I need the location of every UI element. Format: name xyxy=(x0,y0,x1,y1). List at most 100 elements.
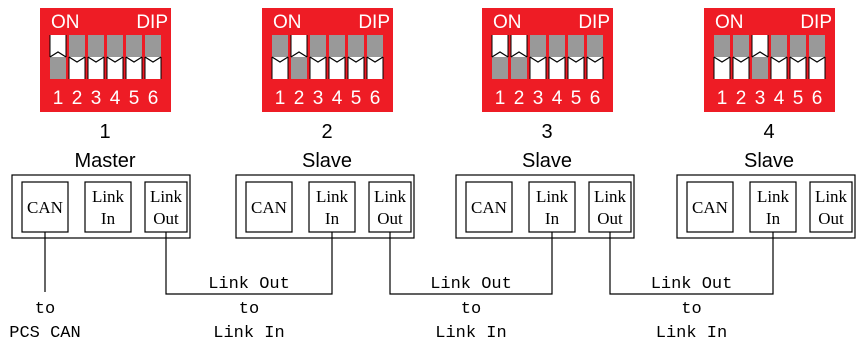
dip-switch-number: 4 xyxy=(552,88,563,109)
unit-number: 2 xyxy=(321,121,332,143)
link-wire-path xyxy=(389,232,553,295)
switch-knob-edge xyxy=(789,56,807,63)
link-in-label-line2: In xyxy=(325,209,340,228)
dip-dip-label: DIP xyxy=(358,12,390,33)
switch-knob-edge xyxy=(491,51,509,58)
switch-knob-edge xyxy=(808,56,826,63)
link-out-label-line2: Out xyxy=(377,209,403,228)
dip-switch-number: 3 xyxy=(755,88,766,109)
dip-switch-3-lever-1 xyxy=(491,35,509,79)
dip-dip-label: DIP xyxy=(578,12,610,33)
switch-knob xyxy=(511,35,527,57)
dip-switch-2-lever-1 xyxy=(271,35,289,79)
switch-knob xyxy=(790,57,806,79)
link-in-label-line2: In xyxy=(545,209,560,228)
link-out-port xyxy=(368,181,412,233)
link-note-to: to xyxy=(461,300,481,319)
switch-knob-edge xyxy=(510,51,528,58)
dip-switch-2-lever-3 xyxy=(309,35,327,79)
can-port xyxy=(686,181,734,233)
link-out-label-line2: Out xyxy=(597,209,623,228)
link-out-label-line2: Out xyxy=(153,209,179,228)
dip-switch-number: 4 xyxy=(774,88,785,109)
link-out-label-line1: Link xyxy=(150,187,183,206)
link-out-label-line1: Link xyxy=(374,187,407,206)
switch-knob-edge xyxy=(125,56,143,63)
switch-knob-edge xyxy=(586,56,604,63)
unit-number: 3 xyxy=(541,121,552,143)
switch-knob xyxy=(126,57,142,79)
dip-switch-2-lever-5 xyxy=(347,35,365,79)
switch-knob xyxy=(69,57,85,79)
dip-switch-1-lever-6 xyxy=(144,35,162,79)
dip-switch-number: 5 xyxy=(129,88,140,109)
unit-role: Master xyxy=(74,150,135,172)
link-in-label-line2: In xyxy=(101,209,116,228)
dip-switch-3-lever-6 xyxy=(586,35,604,79)
switch-knob xyxy=(568,57,584,79)
dip-switch-number: 2 xyxy=(736,88,747,109)
link-wire-path xyxy=(165,232,333,295)
link-wire-path xyxy=(609,232,774,295)
dip-switch-number: 3 xyxy=(313,88,324,109)
dip-switch-number: 4 xyxy=(110,88,121,109)
switch-knob-edge xyxy=(309,56,327,63)
link-out-port xyxy=(144,181,188,233)
link-in-port xyxy=(84,181,132,233)
dip-switch-number: 5 xyxy=(793,88,804,109)
dip-switch-1-lever-5 xyxy=(125,35,143,79)
switch-knob xyxy=(752,35,768,57)
dip-switch-2-lever-4 xyxy=(328,35,346,79)
dip-switch-4-lever-5 xyxy=(789,35,807,79)
link-note-target: Link In xyxy=(435,324,506,343)
dip-switch-number: 1 xyxy=(495,88,506,109)
unit-role: Slave xyxy=(522,150,572,172)
switch-knob-edge xyxy=(68,56,86,63)
dip-switch-3-lever-4 xyxy=(548,35,566,79)
switch-knob xyxy=(530,57,546,79)
can-port xyxy=(465,181,513,233)
switch-knob-edge xyxy=(87,56,105,63)
dip-switch-number: 2 xyxy=(294,88,305,109)
switch-knob-edge xyxy=(732,56,750,63)
switch-knob xyxy=(145,57,161,79)
can-note-to: to xyxy=(35,300,55,319)
dip-dip-label: DIP xyxy=(800,12,832,33)
link-in-label-line1: Link xyxy=(757,187,790,206)
can-port-label: CAN xyxy=(27,198,63,217)
unit-number: 1 xyxy=(99,121,110,143)
link-out-label-line1: Link xyxy=(815,187,848,206)
switch-knob xyxy=(272,57,288,79)
can-port-label: CAN xyxy=(692,198,728,217)
dip-switch-4-lever-6 xyxy=(808,35,826,79)
can-port xyxy=(21,181,69,233)
can-port xyxy=(245,181,293,233)
can-note-target: PCS CAN xyxy=(9,324,80,343)
dip-switch-number: 1 xyxy=(275,88,286,109)
dip-switch-2-lever-2 xyxy=(290,35,308,79)
switch-knob-edge xyxy=(366,56,384,63)
dip-switch-4-lever-4 xyxy=(770,35,788,79)
dip-switch-number: 4 xyxy=(332,88,343,109)
switch-knob xyxy=(310,57,326,79)
switch-knob xyxy=(714,57,730,79)
link-out-port xyxy=(588,181,632,233)
dip-switch-number: 3 xyxy=(533,88,544,109)
link-note-from: Link Out xyxy=(651,275,733,294)
switch-knob xyxy=(492,35,508,57)
link-out-port xyxy=(809,181,853,233)
unit-role: Slave xyxy=(302,150,352,172)
switch-knob xyxy=(367,57,383,79)
switch-knob xyxy=(733,57,749,79)
dip-switch-number: 2 xyxy=(514,88,525,109)
switch-knob-edge xyxy=(751,51,769,58)
